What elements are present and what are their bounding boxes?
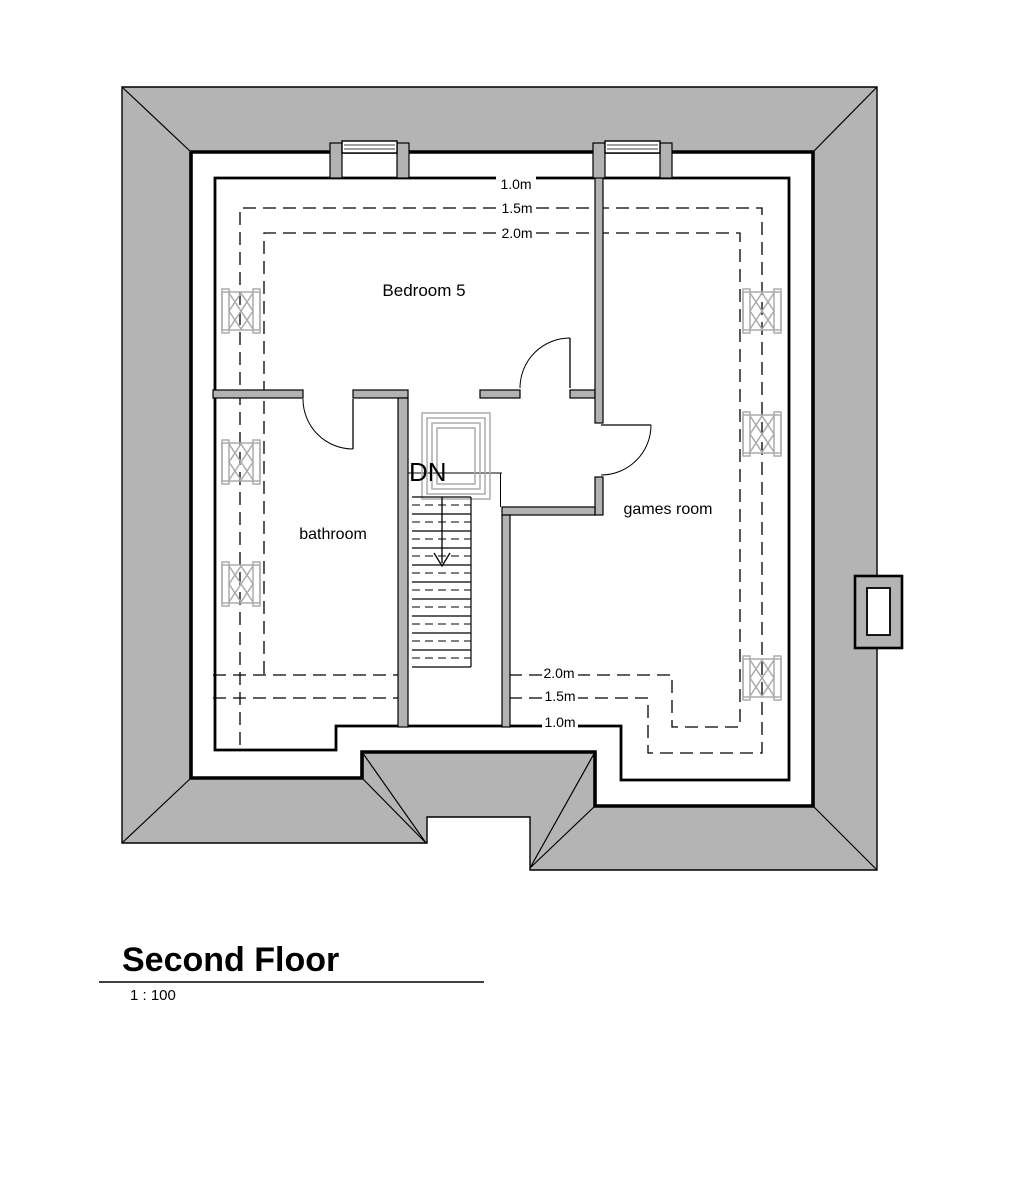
headroom-label-bottom-2-0m: 2.0m <box>543 665 574 681</box>
roof-band <box>122 87 877 870</box>
games-room-door-swing <box>600 424 652 476</box>
knee-wall-1-0m <box>213 176 791 782</box>
room-label-games-room: games room <box>624 501 713 518</box>
window-jamb <box>329 142 343 179</box>
stair-direction-label: DN <box>409 457 447 487</box>
building-footprint <box>189 150 815 808</box>
doors <box>302 337 652 476</box>
roof-window-symbol <box>221 439 261 485</box>
room-label-bedroom-5: Bedroom 5 <box>382 281 465 300</box>
window-jamb <box>592 142 606 179</box>
window-glazing-lines <box>607 144 658 150</box>
roof-window-symbol <box>221 561 261 607</box>
chimney <box>853 574 904 650</box>
sheet-scale: 1 : 100 <box>130 987 176 1004</box>
window-frame <box>341 140 398 154</box>
window-jamb <box>659 142 673 179</box>
chimney-flue <box>866 587 891 636</box>
window-top-left <box>329 140 410 179</box>
sheet-title: Second Floor <box>122 941 339 979</box>
roof-window-symbol <box>221 288 261 334</box>
roof-hip-lines <box>121 86 878 871</box>
headroom-label-top-1-5m: 1.5m <box>501 200 532 216</box>
wall-stair-east <box>501 514 511 728</box>
window-frame <box>604 140 661 154</box>
wall-bedroom-south-east <box>569 389 596 399</box>
wall-stair-west <box>397 397 409 728</box>
window-top-right <box>592 140 673 179</box>
wall-bathroom-north-west <box>212 389 304 399</box>
wall-bedroom-south-stub <box>479 389 521 399</box>
headroom-contour-2-0m <box>213 232 741 728</box>
headroom-label-bottom-1-0m: 1.0m <box>544 714 575 730</box>
stairwell-edge-line <box>408 472 502 507</box>
window-jamb <box>396 142 410 179</box>
bedroom-door-swing <box>519 337 571 389</box>
stair-skylight-symbol <box>421 412 491 500</box>
wall-bedroom-games-divider <box>594 175 604 424</box>
room-label-bathroom: bathroom <box>299 526 367 543</box>
headroom-label-top-1-0m: 1.0m <box>500 176 531 192</box>
wall-games-west-upper <box>594 476 604 516</box>
stair-down-arrow <box>433 497 451 568</box>
bathroom-door-swing <box>302 398 354 450</box>
interior-walls <box>212 175 604 728</box>
window-glazing-lines <box>344 144 395 150</box>
headroom-contour-1-5m <box>213 207 763 754</box>
headroom-label-top-2-0m: 2.0m <box>501 225 532 241</box>
wall-bathroom-north-east <box>352 389 409 399</box>
staircase <box>412 496 472 668</box>
wall-games-landing-south <box>501 506 596 516</box>
headroom-label-bottom-1-5m: 1.5m <box>544 688 575 704</box>
roof-outer-edge <box>121 86 878 871</box>
